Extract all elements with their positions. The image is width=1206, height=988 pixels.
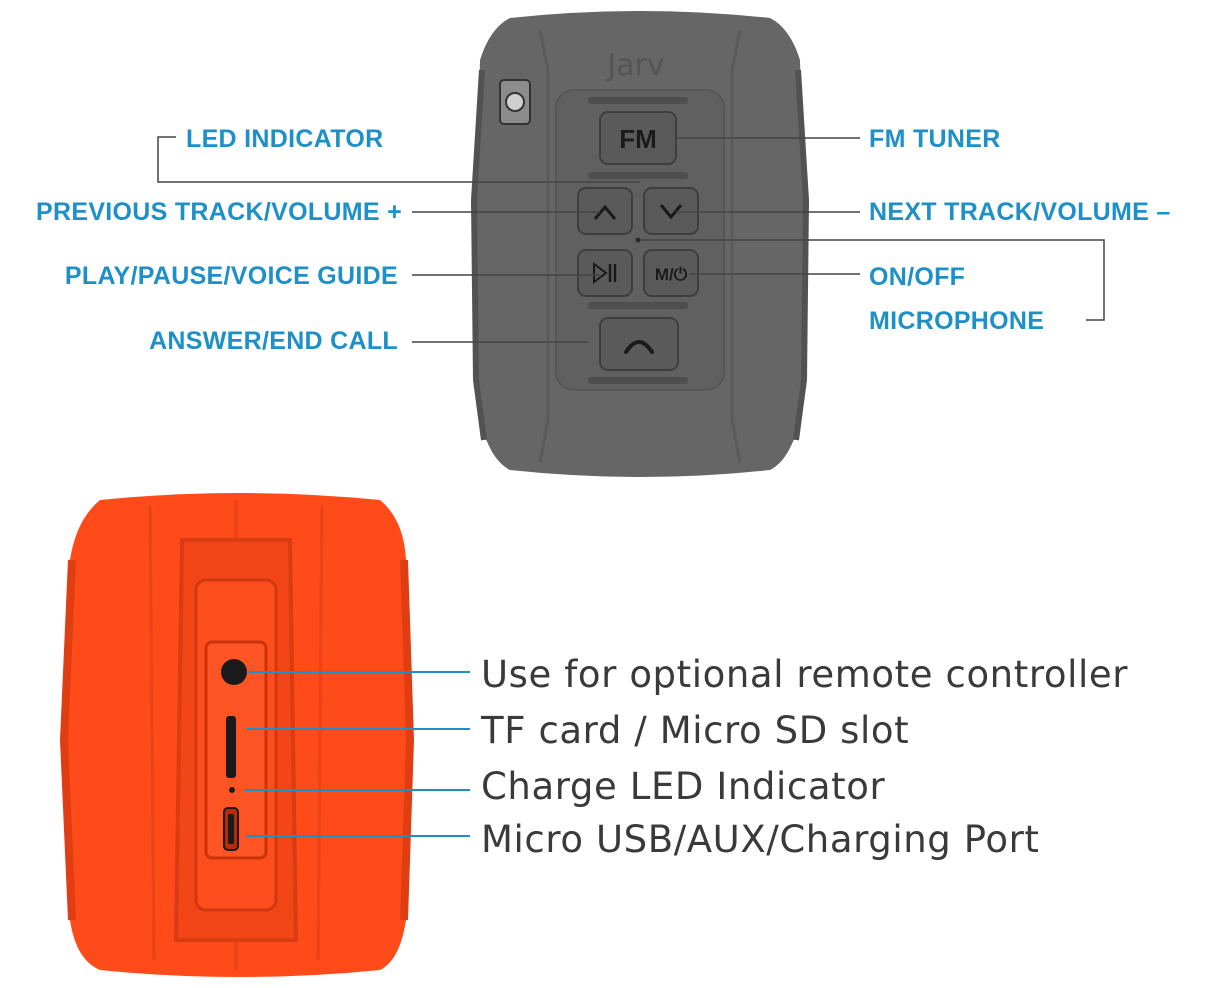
callout-play-pause: PLAY/PAUSE/VOICE GUIDE — [64, 262, 398, 290]
sd-slot — [226, 716, 236, 778]
label-remote-controller: Use for optional remote controller — [481, 653, 1129, 696]
port-leader-lines — [244, 671, 470, 837]
callout-microphone: MICROPHONE — [869, 307, 1045, 335]
callout-answer-end-call: ANSWER/END CALL — [149, 327, 398, 355]
charge-led — [229, 787, 235, 793]
brand-logo: Jarv — [605, 48, 664, 83]
microphone-hole — [635, 237, 641, 243]
phone-icon — [624, 340, 654, 354]
bolt-icon — [499, 79, 531, 125]
callout-fm-tuner: FM TUNER — [869, 125, 1001, 153]
remote-jack — [221, 659, 247, 685]
mode-power-label: M/⏻ — [655, 265, 688, 284]
previous-button[interactable] — [577, 187, 633, 235]
callout-previous-track: PREVIOUS TRACK/VOLUME + — [36, 198, 402, 226]
leader-lines — [157, 136, 1105, 343]
play-pause-icon — [593, 262, 617, 284]
callout-next-track: NEXT TRACK/VOLUME – — [869, 198, 1171, 226]
fm-button-label: FM — [619, 124, 657, 154]
label-charge-led: Charge LED Indicator — [481, 765, 886, 808]
label-micro-usb-port: Micro USB/AUX/Charging Port — [481, 818, 1040, 861]
label-tf-card-slot: TF card / Micro SD slot — [481, 709, 910, 752]
chevron-down-icon — [659, 204, 683, 220]
callout-on-off: ON/OFF — [869, 263, 966, 291]
callout-led-indicator: LED INDICATOR — [186, 125, 384, 153]
chevron-up-icon — [593, 204, 617, 220]
mode-power-button[interactable] — [643, 249, 699, 297]
next-button[interactable] — [643, 187, 699, 235]
